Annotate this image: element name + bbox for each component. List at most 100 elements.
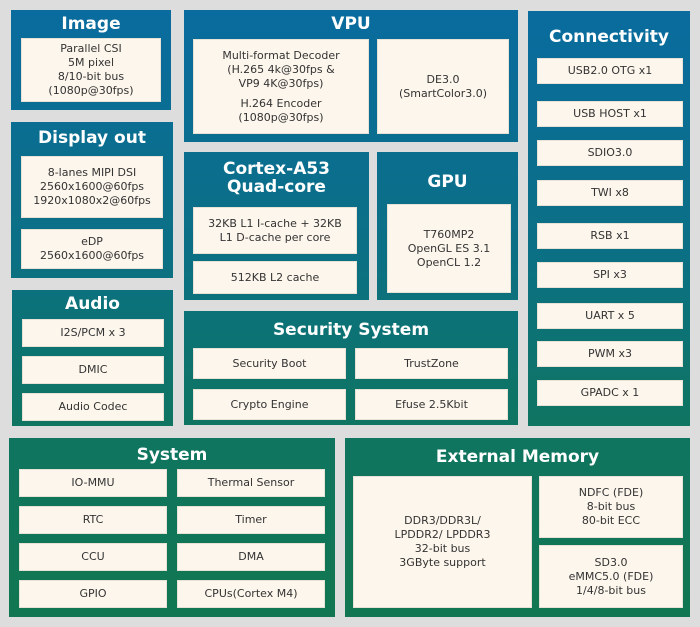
- cell-text: 2560x1600@60fps: [39, 180, 145, 193]
- cortex-title-line2: Quad-core: [227, 177, 326, 197]
- connectivity-item: TWI x8: [537, 180, 683, 206]
- cell-text: TWI x8: [591, 186, 629, 199]
- cell-text: VP9 4K@30fps): [238, 76, 324, 90]
- system-block: System IO-MMU Thermal Sensor RTC Timer C…: [9, 438, 335, 617]
- audio-item: DMIC: [22, 356, 164, 384]
- image-csi-cell: Parallel CSI 5M pixel 8/10-bit bus (1080…: [21, 38, 161, 102]
- ddr-cell: DDR3/DDR3L/ LPDDR2/ LPDDR3 32-bit bus 3G…: [353, 476, 532, 608]
- audio-item: Audio Codec: [22, 393, 164, 421]
- connectivity-item: SDIO3.0: [537, 140, 683, 166]
- cell-text: (1080p@30fps): [238, 110, 324, 124]
- system-title: System: [136, 445, 208, 465]
- image-block: Image Parallel CSI 5M pixel 8/10-bit bus…: [11, 10, 171, 110]
- cell-text: SD3.0: [594, 555, 628, 569]
- connectivity-item: SPI x3: [537, 262, 683, 288]
- cell-text: CCU: [81, 550, 105, 563]
- cell-text: CPUs(Cortex M4): [204, 587, 298, 600]
- cell-text: Timer: [235, 513, 267, 526]
- cell-text: GPADC x 1: [580, 386, 640, 399]
- cortex-block: Cortex-A53 Quad-core 32KB L1 I-cache + 3…: [184, 152, 369, 300]
- cell-text: DMIC: [78, 363, 108, 376]
- sd-emmc-cell: SD3.0 eMMC5.0 (FDE) 1/4/8-bit bus: [539, 545, 683, 608]
- cell-text: PWM x3: [587, 347, 632, 360]
- cell-text: TrustZone: [404, 356, 459, 370]
- cell-text: OpenCL 1.2: [416, 255, 482, 269]
- external-memory-title: External Memory: [435, 447, 600, 467]
- cell-text: 1/4/8-bit bus: [576, 583, 646, 597]
- gpu-block: GPU T760MP2 OpenGL ES 3.1 OpenCL 1.2: [377, 152, 518, 300]
- cell-text: eMMC5.0 (FDE): [568, 569, 654, 583]
- connectivity-item: RSB x1: [537, 223, 683, 249]
- cell-text: SPI x3: [593, 268, 627, 281]
- system-item: Thermal Sensor: [177, 469, 325, 497]
- system-item: DMA: [177, 543, 325, 571]
- system-item: IO-MMU: [19, 469, 167, 497]
- vpu-codec-cell: Multi-format Decoder (H.265 4k@30fps & V…: [193, 39, 369, 134]
- audio-title: Audio: [65, 294, 120, 314]
- audio-item: I2S/PCM x 3: [22, 319, 164, 347]
- cell-text: 5M pixel: [67, 56, 115, 69]
- connectivity-item: USB2.0 OTG x1: [537, 58, 683, 84]
- cell-text: Parallel CSI: [60, 42, 122, 55]
- cell-text: Security Boot: [232, 356, 307, 370]
- cell-text: USB2.0 OTG x1: [567, 64, 653, 77]
- gpu-cell: T760MP2 OpenGL ES 3.1 OpenCL 1.2: [387, 204, 511, 293]
- cell-text: RTC: [82, 513, 104, 526]
- cell-text: DMA: [238, 550, 264, 563]
- l1-cache-cell: 32KB L1 I-cache + 32KB L1 D-cache per co…: [193, 207, 357, 254]
- cell-text: (H.265 4k@30fps &: [227, 62, 335, 76]
- cell-text: 32-bit bus: [414, 542, 471, 555]
- cell-text: T760MP2: [423, 227, 475, 241]
- image-title: Image: [61, 14, 121, 34]
- cell-text: OpenGL ES 3.1: [407, 241, 491, 255]
- cell-text: 2560x1600@60fps: [39, 249, 145, 262]
- vpu-title: VPU: [331, 14, 371, 34]
- system-item: Timer: [177, 506, 325, 534]
- cell-text: Crypto Engine: [230, 397, 309, 411]
- cell-text: 8-bit bus: [586, 500, 636, 513]
- cell-text: (1080p@30fps): [48, 84, 134, 97]
- cell-text: Efuse 2.5Kbit: [395, 397, 468, 411]
- cell-text: I2S/PCM x 3: [60, 326, 126, 339]
- system-item: CPUs(Cortex M4): [177, 580, 325, 608]
- cell-text: Thermal Sensor: [207, 476, 295, 489]
- security-item: Efuse 2.5Kbit: [355, 389, 508, 420]
- edp-cell: eDP 2560x1600@60fps: [21, 229, 163, 269]
- display-out-block: Display out 8-lanes MIPI DSI 2560x1600@6…: [11, 122, 173, 278]
- system-item: RTC: [19, 506, 167, 534]
- external-memory-block: External Memory DDR3/DDR3L/ LPDDR2/ LPDD…: [345, 438, 690, 617]
- cell-text: UART x 5: [585, 309, 635, 322]
- cell-text: NDFC (FDE): [578, 486, 644, 499]
- connectivity-item: UART x 5: [537, 303, 683, 329]
- cell-text: 512KB L2 cache: [230, 270, 320, 284]
- security-title: Security System: [272, 320, 430, 340]
- l2-cache-cell: 512KB L2 cache: [193, 261, 357, 294]
- connectivity-title: Connectivity: [548, 27, 670, 47]
- connectivity-item: GPADC x 1: [537, 380, 683, 406]
- cell-text: RSB x1: [590, 229, 630, 242]
- cell-text: 80-bit ECC: [581, 514, 641, 527]
- cell-text: H.264 Encoder: [240, 96, 322, 110]
- security-item: Security Boot: [193, 348, 346, 379]
- cell-text: USB HOST x1: [573, 107, 647, 120]
- audio-block: Audio I2S/PCM x 3 DMIC Audio Codec: [12, 290, 173, 426]
- cell-text: 8-lanes MIPI DSI: [47, 166, 137, 179]
- cell-text: GPIO: [79, 587, 107, 600]
- security-block: Security System Security Boot TrustZone …: [184, 311, 518, 425]
- cell-text: 32KB L1 I-cache + 32KB: [208, 216, 342, 230]
- cell-text: 1920x1080x2@60fps: [33, 194, 151, 207]
- system-item: CCU: [19, 543, 167, 571]
- cell-text: (SmartColor3.0): [398, 86, 488, 100]
- cell-text: 8/10-bit bus: [57, 70, 125, 83]
- security-item: Crypto Engine: [193, 389, 346, 420]
- display-out-title: Display out: [38, 128, 146, 148]
- system-item: GPIO: [19, 580, 167, 608]
- vpu-block: VPU Multi-format Decoder (H.265 4k@30fps…: [184, 10, 518, 142]
- connectivity-block: Connectivity USB2.0 OTG x1 USB HOST x1 S…: [528, 11, 690, 426]
- cortex-title-line1: Cortex-A53: [222, 159, 331, 179]
- cell-text: Audio Codec: [58, 400, 128, 413]
- cell-text: Multi-format Decoder: [222, 48, 340, 62]
- cell-text: SDIO3.0: [587, 146, 633, 159]
- cell-text: DDR3/DDR3L/: [404, 514, 481, 527]
- cell-text: DE3.0: [426, 72, 460, 86]
